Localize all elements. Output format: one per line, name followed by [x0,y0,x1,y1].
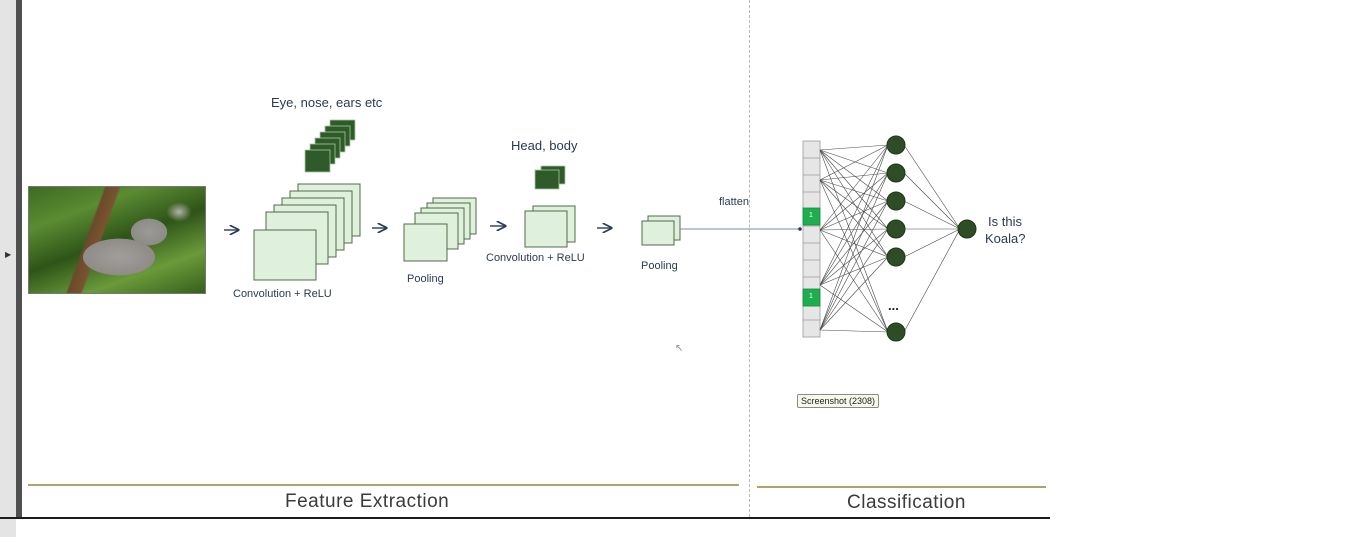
conv-relu-2-label: Convolution + ReLU [486,252,585,264]
flatten-label: flatten [719,196,749,208]
output-question-line-1: Is this [988,214,1022,229]
conv-relu-stack-1 [253,183,361,281]
output-question-line-2: Koala? [985,231,1026,246]
classification-title: Classification [847,492,966,513]
flattened-cell-value-1: 1 [809,212,813,219]
low-level-features-caption: Eye, nose, ears etc [271,95,383,110]
koala-input-image [28,186,206,294]
bottom-border [0,517,1050,519]
conv-relu-1-label: Convolution + ReLU [233,288,332,300]
pooling-1-label: Pooling [407,273,444,285]
section-divider [749,0,750,517]
arrow-right-icon [224,226,611,230]
feature-extraction-title: Feature Extraction [285,491,450,512]
high-level-features-caption: Head, body [511,138,578,153]
cursor-icon: ↖ [675,343,684,354]
flattened-vector [802,140,821,338]
pooling-2-label: Pooling [641,260,678,272]
screenshot-tooltip: Screenshot (2308) [797,394,880,408]
collapse-arrow-icon[interactable]: ▶ [5,250,12,259]
fc-connections-2 [903,144,961,333]
hidden-neurons [886,135,906,342]
output-neuron [957,219,977,239]
left-panel-border [16,0,22,518]
neurons-ellipsis: ... [888,298,899,313]
feature-maps-high-level [534,165,566,190]
pooling-stack-2 [641,215,681,246]
left-panel-strip[interactable]: ▶ [0,0,16,537]
fc-connections-1 [819,144,889,333]
conv-relu-stack-2 [524,205,576,248]
flattened-cell-value-2: 1 [809,293,813,300]
pooling-stack-1 [403,197,477,262]
feature-maps-low-level [304,119,356,173]
